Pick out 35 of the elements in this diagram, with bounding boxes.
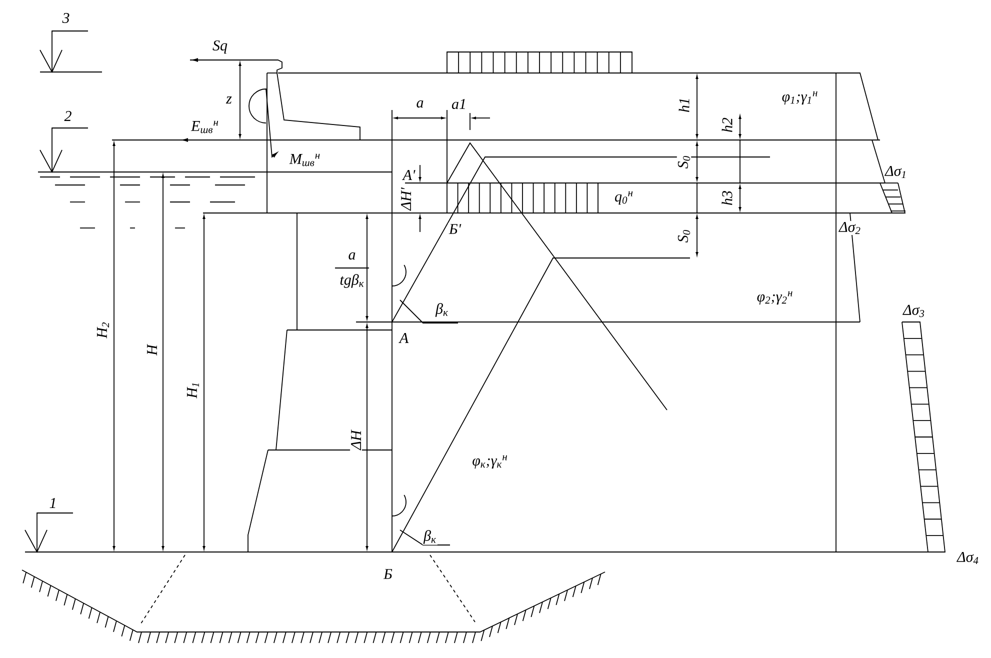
- stress-label: Δσ$_{1}$: [884, 164, 908, 180]
- force-label: E$_{шв}$н: [190, 120, 220, 134]
- dimension-label: a: [347, 251, 357, 261]
- dimension-label: h2: [720, 116, 734, 134]
- dimension-label: S$_{0}$: [676, 228, 692, 244]
- soil-parameter-label: φ$_{к}$;γ$_{к}$н: [471, 454, 509, 470]
- point-label: Б: [382, 568, 394, 580]
- dimension-label: a1: [450, 98, 468, 110]
- dimension-label: H$_{1}$: [186, 380, 200, 400]
- dimension-label: ΔH': [400, 186, 412, 212]
- angle-label: β$_{к}$: [434, 302, 450, 318]
- dimension-label: a: [415, 99, 425, 109]
- soil-parameter-label: φ$_{1}$;γ$_{1}$н: [780, 90, 820, 106]
- load-label: q$_{0}$н: [614, 190, 634, 206]
- point-label: Б': [448, 223, 462, 235]
- dimension-label: H: [146, 344, 158, 356]
- dimension-label: tgβ$_{к}$: [338, 273, 366, 289]
- soil-parameter-label: φ$_{2}$;γ$_{2}$н: [756, 290, 794, 306]
- dimension-label: h1: [678, 96, 690, 114]
- dimension-label: ΔH: [350, 429, 362, 451]
- angle-label: β$_{к}$: [422, 529, 438, 545]
- force-label: Sq: [212, 39, 228, 55]
- level-number: 3: [61, 12, 71, 24]
- stress-label: Δσ$_{3}$: [902, 304, 926, 318]
- moment-label: M$_{шв}$н: [288, 152, 322, 168]
- point-label: A': [402, 169, 416, 181]
- stress-label: Δσ$_{2}$: [838, 220, 862, 236]
- dimension-label: h3: [720, 190, 734, 206]
- point-label: A: [398, 332, 410, 344]
- stress-label: Δσ$_{4}$: [956, 550, 980, 566]
- dimension-label: z: [225, 96, 233, 104]
- dimension-label: H$_{2}$: [96, 320, 110, 340]
- dimension-label: S$_{0}$: [676, 154, 692, 170]
- level-number: 2: [63, 110, 73, 122]
- level-number: 1: [48, 497, 58, 509]
